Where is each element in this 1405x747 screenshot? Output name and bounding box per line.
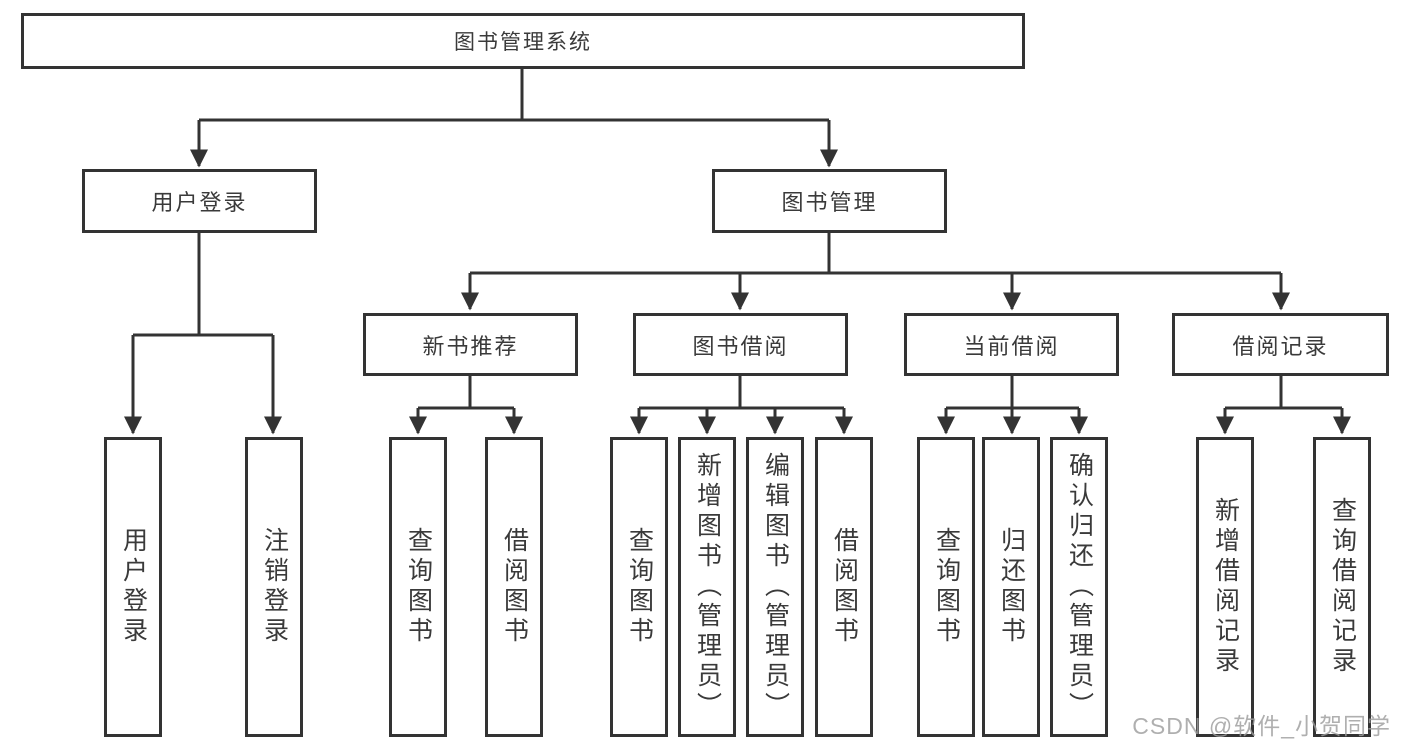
node-borrow-record: 借阅记录: [1172, 313, 1389, 376]
leaf-query-book-borrow: 查询图书: [610, 437, 668, 737]
node-library-system: 图书管理系统: [21, 13, 1025, 69]
leaf-borrow-book: 借阅图书: [815, 437, 873, 737]
node-new-book-recommend: 新书推荐: [363, 313, 578, 376]
leaf-user-login: 用户登录: [104, 437, 162, 737]
node-current-borrow: 当前借阅: [904, 313, 1119, 376]
leaf-confirm-return-admin: 确认归还（管理员）: [1050, 437, 1108, 737]
leaf-add-borrow-record: 新增借阅记录: [1196, 437, 1254, 737]
leaf-return-book: 归还图书: [982, 437, 1040, 737]
node-book-management: 图书管理: [712, 169, 947, 233]
leaf-query-book-recommend: 查询图书: [389, 437, 447, 737]
leaf-add-book-admin: 新增图书（管理员）: [678, 437, 736, 737]
watermark: CSDN @软件_小贺同学: [1132, 713, 1391, 739]
leaf-query-book-current: 查询图书: [917, 437, 975, 737]
leaf-logout: 注销登录: [245, 437, 303, 737]
leaf-borrow-book-recommend: 借阅图书: [485, 437, 543, 737]
leaf-edit-book-admin: 编辑图书（管理员）: [746, 437, 804, 737]
leaf-query-borrow-record: 查询借阅记录: [1313, 437, 1371, 737]
node-book-borrow: 图书借阅: [633, 313, 848, 376]
node-user-login: 用户登录: [82, 169, 317, 233]
